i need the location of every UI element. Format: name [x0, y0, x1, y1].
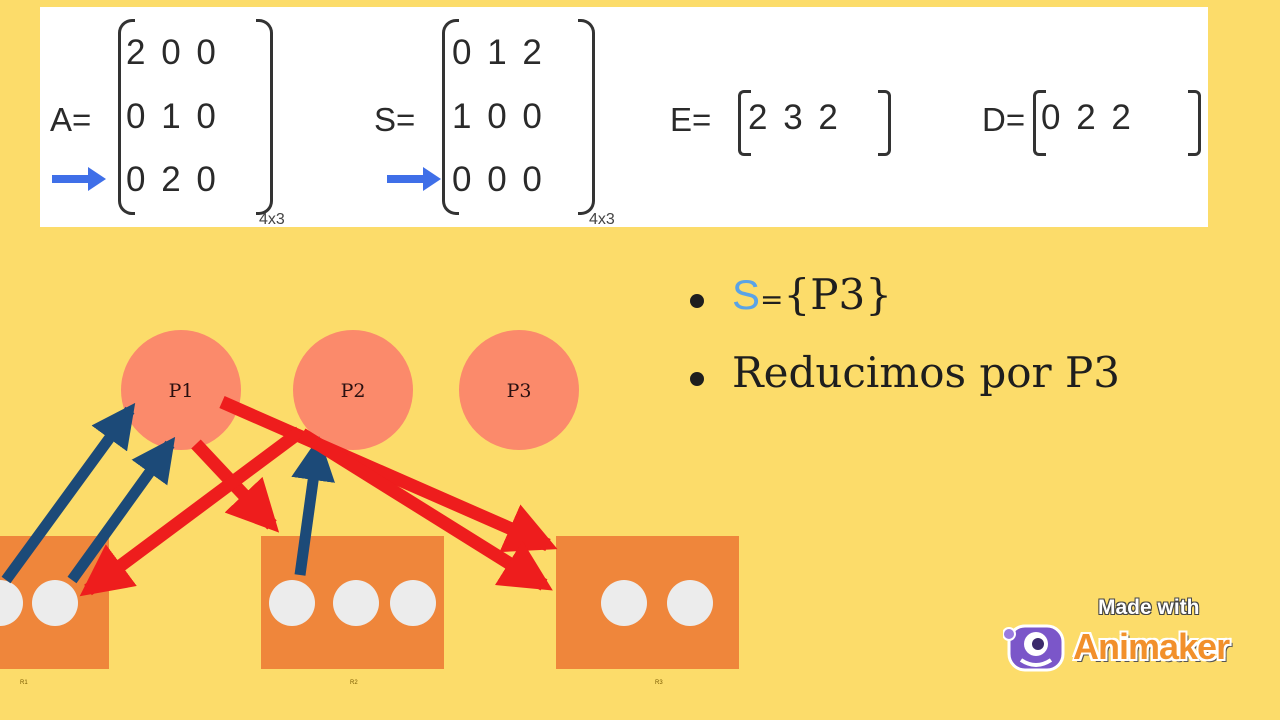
process-label-p1: P1 — [169, 380, 194, 402]
matrix-a-row-3: 0 2 0 — [126, 160, 219, 199]
matrix-s-row-1: 0 1 2 — [452, 33, 545, 72]
resource-caption-r3: R3 — [655, 680, 663, 686]
safe-sequence-equals: = — [760, 283, 784, 316]
process-node-p3 — [459, 330, 579, 450]
vector-e-right-bracket — [878, 90, 891, 156]
vector-d-values: 0 2 2 — [1041, 98, 1134, 137]
matrix-a-row-2: 0 1 0 — [126, 97, 219, 136]
watermark-brand: Animaker — [1073, 626, 1230, 667]
resource-instance-dot — [0, 580, 23, 626]
resource-instance-dot — [269, 580, 315, 626]
vector-e-values: 2 3 2 — [748, 98, 841, 137]
vector-e-label: E= — [670, 101, 712, 138]
resource-instance-dot — [390, 580, 436, 626]
process-node-p2 — [293, 330, 413, 450]
assignment-arrow-r1-p1 — [1, 402, 136, 584]
resource-caption-r2: R2 — [350, 680, 358, 686]
arrow-right-icon — [52, 167, 106, 191]
bullet-list: S={P3} Reducimos por P3 — [688, 270, 1120, 426]
arrow-right-icon — [387, 167, 441, 191]
matrix-a-right-bracket — [256, 19, 273, 215]
matrix-s-left-bracket — [442, 19, 459, 215]
matrix-s-row-2: 1 0 0 — [452, 97, 545, 136]
matrix-a-left-bracket — [118, 19, 135, 215]
matrix-s-row-3: 0 0 0 — [452, 160, 545, 199]
matrix-s-right-bracket — [578, 19, 595, 215]
safe-sequence-set: {P3} — [783, 270, 892, 319]
watermark-made-with: Made with — [1098, 596, 1200, 619]
matrix-panel: A= 2 0 0 0 1 0 0 2 0 4x3 S= 0 1 2 1 0 0 … — [40, 7, 1208, 228]
resource-instance-dot — [667, 580, 713, 626]
vector-d-label: D= — [982, 101, 1026, 138]
request-arrow-p2-r3 — [298, 428, 553, 591]
bullet-safe-sequence: S={P3} — [688, 270, 1120, 348]
matrix-a-dimension: 4x3 — [259, 211, 285, 228]
matrix-s-dimension: 4x3 — [589, 211, 615, 228]
resource-instance-dot — [333, 580, 379, 626]
assignment-arrow-r2-p2 — [291, 436, 335, 576]
vector-e-left-bracket — [738, 90, 751, 156]
vector-d-right-bracket — [1188, 90, 1201, 156]
matrix-a-row-1: 2 0 0 — [126, 33, 219, 72]
resource-instance-dot — [32, 580, 78, 626]
safe-sequence-name: S — [732, 271, 761, 318]
process-label-p2: P2 — [341, 380, 366, 402]
matrix-s-label: S= — [374, 101, 416, 138]
process-label-p3: P3 — [507, 380, 532, 402]
matrix-a-label: A= — [50, 101, 92, 138]
process-node-p1 — [121, 330, 241, 450]
resource-caption-r1: R1 — [20, 680, 28, 686]
bullet-reduction: Reducimos por P3 — [688, 348, 1120, 426]
animaker-logo-icon — [1003, 624, 1065, 672]
resource-instance-dot — [601, 580, 647, 626]
request-arrow-p2-r1 — [79, 426, 304, 597]
animaker-watermark: Made with Animaker — [1003, 596, 1243, 676]
vector-d-left-bracket — [1033, 90, 1046, 156]
request-arrow-p1-r3 — [219, 396, 558, 553]
